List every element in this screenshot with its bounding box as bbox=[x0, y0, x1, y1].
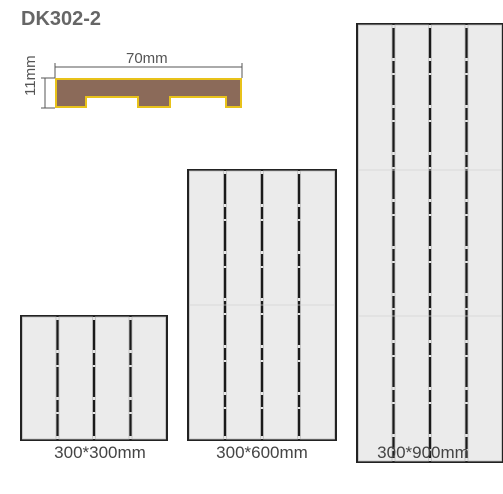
profile-cross-section bbox=[41, 63, 243, 109]
panel-strip bbox=[58, 316, 93, 440]
panel-strip bbox=[358, 24, 393, 462]
width-label: 70mm bbox=[126, 50, 168, 67]
panel-300x900 bbox=[356, 23, 503, 463]
caption-300x300: 300*300mm bbox=[54, 443, 146, 462]
thickness-label: 11mm bbox=[22, 55, 39, 96]
product-code-title: DK302-2 bbox=[21, 8, 102, 30]
panel-strip bbox=[95, 316, 130, 440]
panel-strip bbox=[131, 316, 166, 440]
caption-300x600: 300*600mm bbox=[216, 443, 308, 462]
panel-strip bbox=[431, 24, 466, 462]
panel-strip bbox=[467, 24, 502, 462]
panel-300x600 bbox=[187, 169, 337, 441]
caption-300x900: 300*900mm bbox=[377, 443, 469, 462]
panels-group bbox=[20, 23, 503, 463]
profile-shape bbox=[55, 78, 242, 108]
panel-300x300 bbox=[20, 315, 168, 441]
panel-strip bbox=[22, 316, 57, 440]
panel-strip bbox=[394, 24, 429, 462]
